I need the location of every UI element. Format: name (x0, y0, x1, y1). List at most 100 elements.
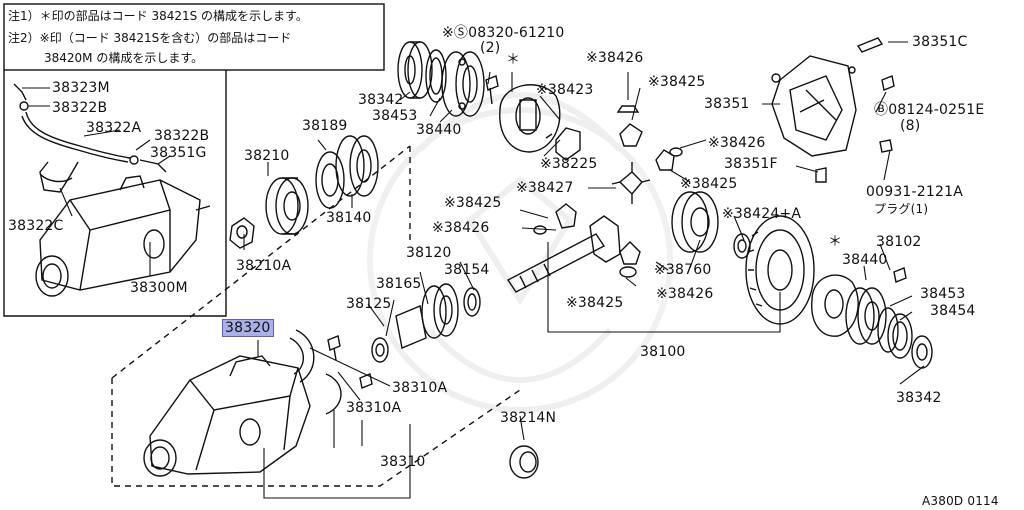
star-mark-a: ＊ (506, 52, 521, 68)
notes-box (3, 3, 385, 71)
plug-38351F (815, 167, 827, 183)
oil-seal-38210 (265, 177, 309, 235)
label-00931: 00931-2121A (866, 184, 963, 200)
bolt-08124 (881, 75, 895, 91)
label-38165: 38165 (376, 276, 422, 292)
bearing-38120 (421, 283, 459, 339)
label-38310A-a: 38310A (392, 380, 448, 396)
ring-38154 (463, 287, 481, 317)
bearing-38440-right (845, 287, 887, 345)
bolt-38310A-b (359, 373, 373, 389)
label-38100: 38100 (640, 344, 686, 360)
label-38322B-top: 38322B (52, 100, 108, 116)
note-1: 注1）＊印の部品はコード 38421S の構成を示します。 (8, 9, 308, 23)
ring-38453-right (877, 307, 899, 353)
label-38351F: 38351F (724, 156, 778, 172)
label-38300M: 38300M (130, 280, 188, 296)
label-08320: ※Ⓢ08320-61210 (442, 25, 565, 41)
leader-lines (22, 41, 925, 499)
gear-38425-left (555, 203, 577, 229)
label-38427: ※38427 (516, 180, 574, 196)
diff-case-right (811, 274, 859, 337)
label-38120: 38120 (406, 245, 452, 261)
gear-38425-top (619, 123, 643, 147)
diff-case-38423 (499, 84, 561, 153)
label-38102: 38102 (876, 234, 922, 250)
label-38210: 38210 (244, 148, 290, 164)
retainer-38310 (289, 329, 342, 415)
bolt-38310A-a (327, 335, 341, 361)
label-38310A-b: 38310A (346, 400, 402, 416)
label-38453-top: 38453 (372, 108, 418, 124)
label-38214N: 38214N (500, 410, 557, 426)
label-38425-top: ※38425 (648, 74, 706, 90)
ring-38125 (371, 337, 389, 363)
label-38189: 38189 (302, 118, 348, 134)
label-38310: 38310 (380, 454, 426, 470)
bolt-38102 (893, 267, 907, 283)
ring-gear-38100 (745, 215, 815, 325)
bearing-38440-top (441, 51, 485, 117)
label-00931-sub: プラグ(1) (874, 202, 929, 216)
label-38426-mid: ※38426 (708, 135, 766, 151)
label-38426-left: ※38426 (432, 220, 490, 236)
label-38140: 38140 (326, 210, 372, 226)
label-38225: ※38225 (540, 156, 598, 172)
label-38423: ※38423 (536, 82, 594, 98)
label-38125: 38125 (346, 296, 392, 312)
label-38426-top: ※38426 (586, 50, 644, 66)
label-38424A: ※38424+A (722, 206, 802, 222)
label-38210A: 38210A (236, 258, 292, 274)
label-38351C: 38351C (912, 34, 968, 50)
ring-38454 (887, 313, 913, 359)
label-38320[interactable]: 38320 (222, 319, 274, 337)
washer-38426-mid (669, 147, 683, 157)
star-mark-b: ＊ (828, 234, 843, 250)
label-38322B-right: 38322B (154, 128, 210, 144)
gear-38425-low (619, 241, 641, 265)
washer-38426-low (619, 266, 637, 278)
label-38323M: 38323M (52, 80, 110, 96)
bearing-38140 (335, 135, 379, 197)
diagram-code: A380D 0114 (922, 494, 999, 508)
washer-38426-left (533, 225, 547, 235)
label-38322A: 38322A (86, 120, 142, 136)
inset-box (3, 70, 227, 317)
inset-differential-carrier (35, 175, 211, 297)
label-38342-top: 38342 (358, 92, 404, 108)
label-38425-left: ※38425 (444, 195, 502, 211)
label-38440-right: 38440 (842, 252, 888, 268)
label-38453-right: 38453 (920, 286, 966, 302)
drive-pinion-38100 (506, 215, 621, 293)
washer-38426-top (616, 105, 640, 113)
bearing-38342-top (397, 41, 433, 99)
label-38760: ※38760 (654, 262, 712, 278)
label-38320-highlight[interactable]: 38320 (222, 319, 274, 337)
washer-38424A (733, 233, 751, 259)
bearing-38760 (671, 191, 719, 253)
spacer-38165 (395, 305, 427, 349)
bearing-38342-right (911, 335, 933, 369)
label-38425-low: ※38425 (566, 295, 624, 311)
gear-38425-mid (655, 149, 675, 171)
label-08320-qty: (2) (480, 40, 501, 56)
label-38154: 38154 (444, 262, 490, 278)
label-38322C: 38322C (8, 218, 64, 234)
nut-38210A (229, 217, 255, 249)
label-38454: 38454 (930, 303, 976, 319)
label-38425-mid: ※38425 (680, 176, 738, 192)
bearing-38189 (315, 151, 345, 209)
label-38351G: 38351G (150, 145, 207, 161)
diff-carrier-main (143, 355, 311, 477)
label-38342-right: 38342 (896, 390, 942, 406)
rear-cover-38351 (771, 55, 857, 157)
note-2-cont: 38420M の構成を示します。 (44, 51, 204, 65)
bolt-08320 (485, 75, 499, 105)
cross-shaft-38427 (611, 162, 651, 204)
label-08124-qty: (8) (900, 118, 921, 134)
pinion-38225 (545, 127, 581, 161)
label-08124: Ⓑ08124-0251E (874, 102, 985, 118)
note-2: 注2）※印（コード 38421Sを含む）の部品はコード (8, 31, 292, 45)
label-38426-low: ※38426 (656, 286, 714, 302)
